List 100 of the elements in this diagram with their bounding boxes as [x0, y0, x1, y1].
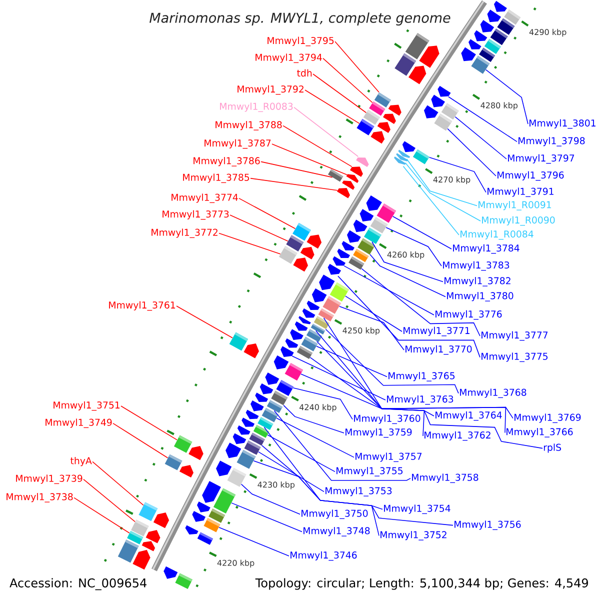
gene-symbol	[336, 188, 350, 198]
gene-symbol	[398, 150, 410, 158]
gene-symbol	[319, 274, 349, 302]
gene-label: Mmwyl1_3754	[384, 504, 450, 514]
scale-label: 4290 kbp	[529, 28, 566, 37]
gene-label: Mmwyl1_3768	[460, 388, 526, 398]
gene-symbol	[229, 332, 259, 358]
scale-label: 4250 kbp	[342, 327, 380, 336]
leader-line	[312, 74, 366, 114]
leader-line	[240, 484, 300, 515]
gene-symbol	[174, 435, 204, 460]
gene-label: Mmwyl1_3755	[336, 467, 402, 476]
gene-label: Mmwyl1_3798	[518, 137, 585, 146]
leader-line	[250, 178, 338, 191]
leader-line	[282, 125, 352, 168]
leader-line	[218, 526, 290, 556]
leader-line	[300, 374, 425, 436]
leader-line	[276, 418, 354, 458]
gene-label: Mmwyl1_3774	[172, 194, 238, 203]
leader-line	[386, 227, 442, 266]
gene-label: Mmwyl1_3763	[387, 395, 454, 405]
gene-label: Mmwyl1_3748	[304, 527, 370, 536]
gene-symbol	[278, 246, 308, 272]
gene-label: Mmwyl1_R0091	[478, 201, 551, 210]
gene-label: Mmwyl1_3766	[506, 428, 573, 438]
gene-label: Mmwyl1_3751	[54, 401, 120, 411]
gene-symbol	[292, 222, 322, 249]
gene-label: Mmwyl1_3791	[488, 188, 554, 197]
leader-line	[272, 144, 348, 176]
leader-line	[231, 502, 302, 532]
gene-label: Mmwyl1_3769	[514, 414, 581, 423]
leader-line	[230, 214, 288, 242]
leader-line	[267, 434, 336, 472]
gene-label: Mmwyl1_3792	[238, 85, 304, 95]
leader-line	[402, 166, 460, 236]
leader-line	[334, 41, 380, 93]
gene-label: tdh	[297, 69, 312, 77]
gene-label: Mmwyl1_3764	[436, 411, 502, 421]
leader-line	[428, 156, 486, 193]
leader-line	[292, 387, 353, 420]
scale-label: 4280 kbp	[480, 102, 518, 110]
leader-line	[304, 90, 360, 124]
leader-line	[218, 232, 281, 254]
leader-line	[120, 406, 178, 440]
gene-label: Mmwyl1_3760	[354, 414, 420, 424]
gene-symbol	[366, 195, 396, 223]
gene-symbol	[226, 442, 256, 469]
gene-label: Mmwyl1_3783	[443, 261, 510, 271]
gene-label: Mmwyl1_3738	[6, 493, 73, 502]
gene-symbol	[424, 105, 452, 131]
scale-label: 4230 kbp	[258, 481, 295, 490]
gene-symbol	[356, 158, 369, 168]
gene-symbol	[164, 454, 194, 478]
gene-symbol	[342, 240, 369, 262]
gene-label: Mmwyl1_3788	[216, 121, 282, 130]
leader-line	[323, 318, 514, 419]
leader-line	[322, 58, 373, 104]
gene-label: Mmwyl1_3794	[256, 54, 322, 63]
gene-label: Mmwyl1_3752	[380, 531, 446, 540]
leader-line	[316, 346, 388, 378]
gene-label: Mmwyl1_3784	[453, 244, 520, 254]
gene-label: Mmwyl1_3761	[109, 301, 176, 311]
gene-label: Mmwyl1_3776	[436, 310, 502, 320]
leader-line	[258, 451, 324, 492]
gene-label: thyA	[70, 457, 92, 466]
gene-symbol	[405, 33, 440, 68]
gene-label: Mmwyl1_3770	[406, 345, 472, 355]
gene-symbol	[328, 264, 342, 275]
leader-line	[292, 356, 386, 400]
gene-label: Mmwyl1_3739	[16, 474, 82, 484]
leader-line	[238, 198, 296, 230]
gene-symbol	[438, 86, 451, 97]
footer-text: Accession: NC_009654	[10, 578, 146, 590]
leader-line	[372, 241, 444, 282]
gene-symbol	[280, 346, 294, 358]
gene-symbol	[138, 502, 170, 528]
gene-symbol	[246, 410, 274, 430]
gene-label: Mmwyl1_3749	[46, 418, 112, 428]
gene-label: Mmwyl1_3785	[183, 174, 250, 183]
gene-symbol	[202, 481, 236, 514]
gene-symbol	[346, 174, 359, 183]
gene-label: Mmwyl1_3787	[204, 139, 271, 149]
leader-line	[454, 116, 507, 160]
leader-line	[176, 306, 233, 338]
gene-symbol	[394, 53, 426, 84]
gene-symbol	[118, 540, 150, 570]
leader-line	[261, 445, 383, 510]
title: Marinomonas sp. MWYL1, complete genome	[150, 12, 450, 26]
gene-label: Mmwyl1_3782	[444, 277, 510, 286]
gene-symbol	[350, 166, 363, 177]
leader-line	[283, 404, 344, 434]
gene-symbol	[216, 460, 246, 487]
gene-label: Mmwyl1_R0084	[460, 230, 534, 240]
gene-symbol	[332, 256, 346, 266]
gene-label: Mmwyl1_3772	[152, 228, 218, 238]
gene-label: Mmwyl1_3797	[508, 154, 574, 164]
gene-symbol	[306, 300, 334, 322]
leader-line	[447, 128, 496, 176]
leader-line	[325, 328, 459, 394]
gene-label: Mmwyl1_3786	[194, 157, 260, 166]
